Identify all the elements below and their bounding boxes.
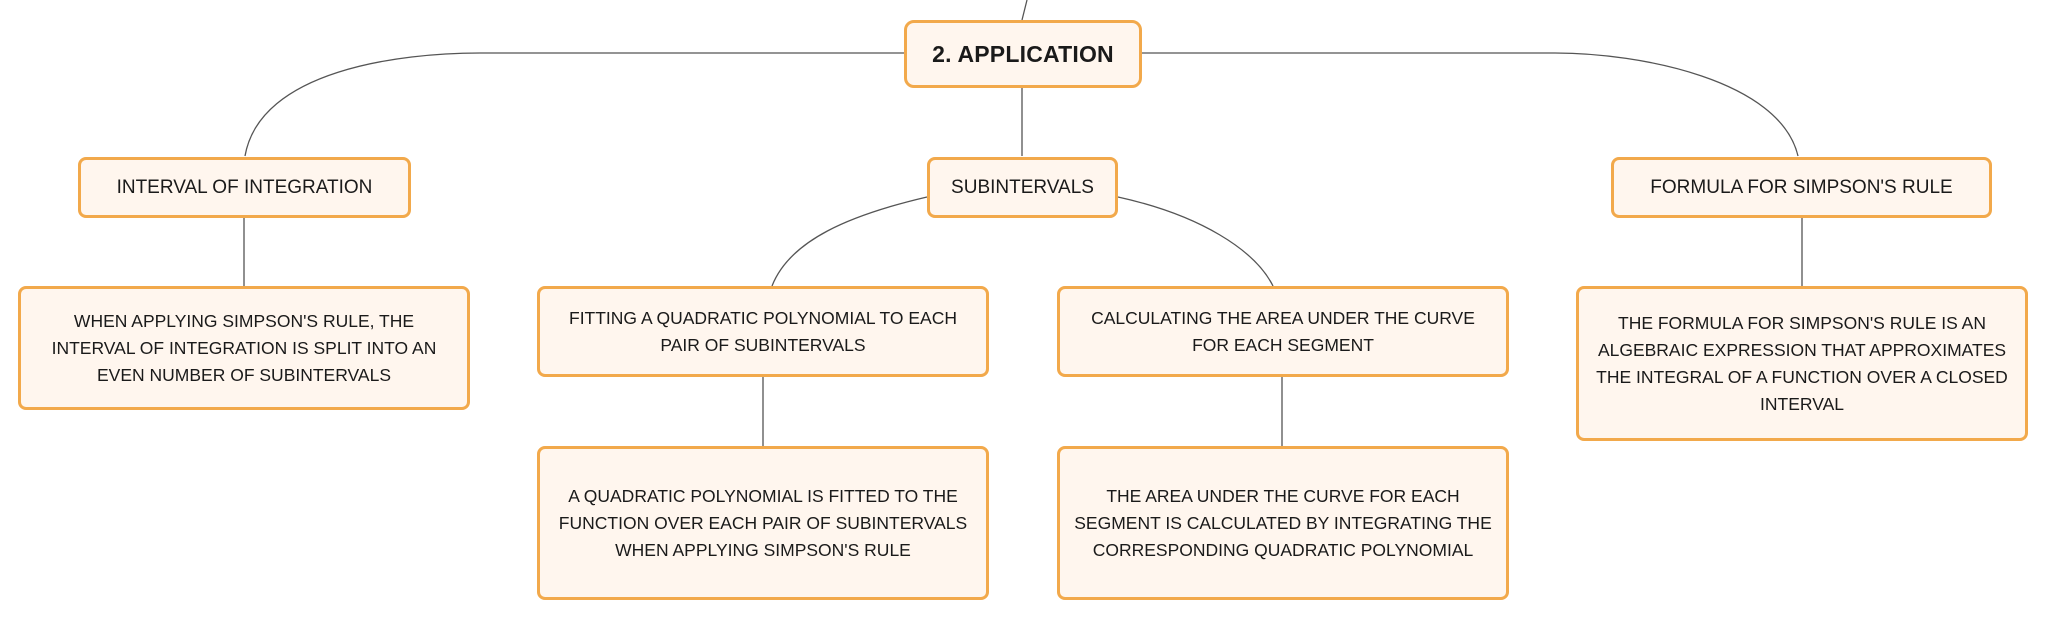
calculating-area-label: CALCULATING THE AREA UNDER THE CURVE FOR… — [1091, 307, 1475, 355]
connector-subintervals-to-area — [1117, 196, 1274, 287]
connector-subintervals-to-fitting — [771, 196, 928, 287]
interval-detail-text: WHEN APPLYING SIMPSON'S RULE, THE INTERV… — [51, 310, 437, 385]
fitting-quadratic-label: FITTING A QUADRATIC POLYNOMIAL TO EACH P… — [569, 307, 957, 355]
area-detail-node[interactable]: THE AREA UNDER THE CURVE FOR EACH SEGMEN… — [1057, 446, 1509, 600]
calculating-area-node[interactable]: CALCULATING THE AREA UNDER THE CURVE FOR… — [1057, 286, 1509, 377]
formula-node[interactable]: FORMULA FOR SIMPSON'S RULE — [1611, 157, 1992, 218]
root-label: 2. APPLICATION — [932, 40, 1114, 67]
connector-root-to-interval — [244, 52, 904, 157]
interval-of-integration-label: INTERVAL OF INTEGRATION — [116, 176, 373, 198]
subintervals-label: SUBINTERVALS — [951, 176, 1094, 198]
root-node[interactable]: 2. APPLICATION — [904, 20, 1142, 88]
fitting-detail-text: A QUADRATIC POLYNOMIAL IS FITTED TO THE … — [558, 485, 968, 560]
subintervals-node[interactable]: SUBINTERVALS — [927, 157, 1118, 218]
formula-label: FORMULA FOR SIMPSON'S RULE — [1650, 176, 1953, 198]
formula-detail-text: THE FORMULA FOR SIMPSON'S RULE IS AN ALG… — [1596, 312, 2008, 414]
area-detail-text: THE AREA UNDER THE CURVE FOR EACH SEGMEN… — [1074, 485, 1492, 560]
interval-detail-node[interactable]: WHEN APPLYING SIMPSON'S RULE, THE INTERV… — [18, 286, 470, 410]
connector-root-to-formula — [1142, 52, 1799, 157]
interval-of-integration-node[interactable]: INTERVAL OF INTEGRATION — [78, 157, 411, 218]
fitting-quadratic-node[interactable]: FITTING A QUADRATIC POLYNOMIAL TO EACH P… — [537, 286, 989, 377]
fitting-detail-node[interactable]: A QUADRATIC POLYNOMIAL IS FITTED TO THE … — [537, 446, 989, 600]
connector-incoming-root — [1021, 0, 1028, 21]
formula-detail-node[interactable]: THE FORMULA FOR SIMPSON'S RULE IS AN ALG… — [1576, 286, 2028, 441]
